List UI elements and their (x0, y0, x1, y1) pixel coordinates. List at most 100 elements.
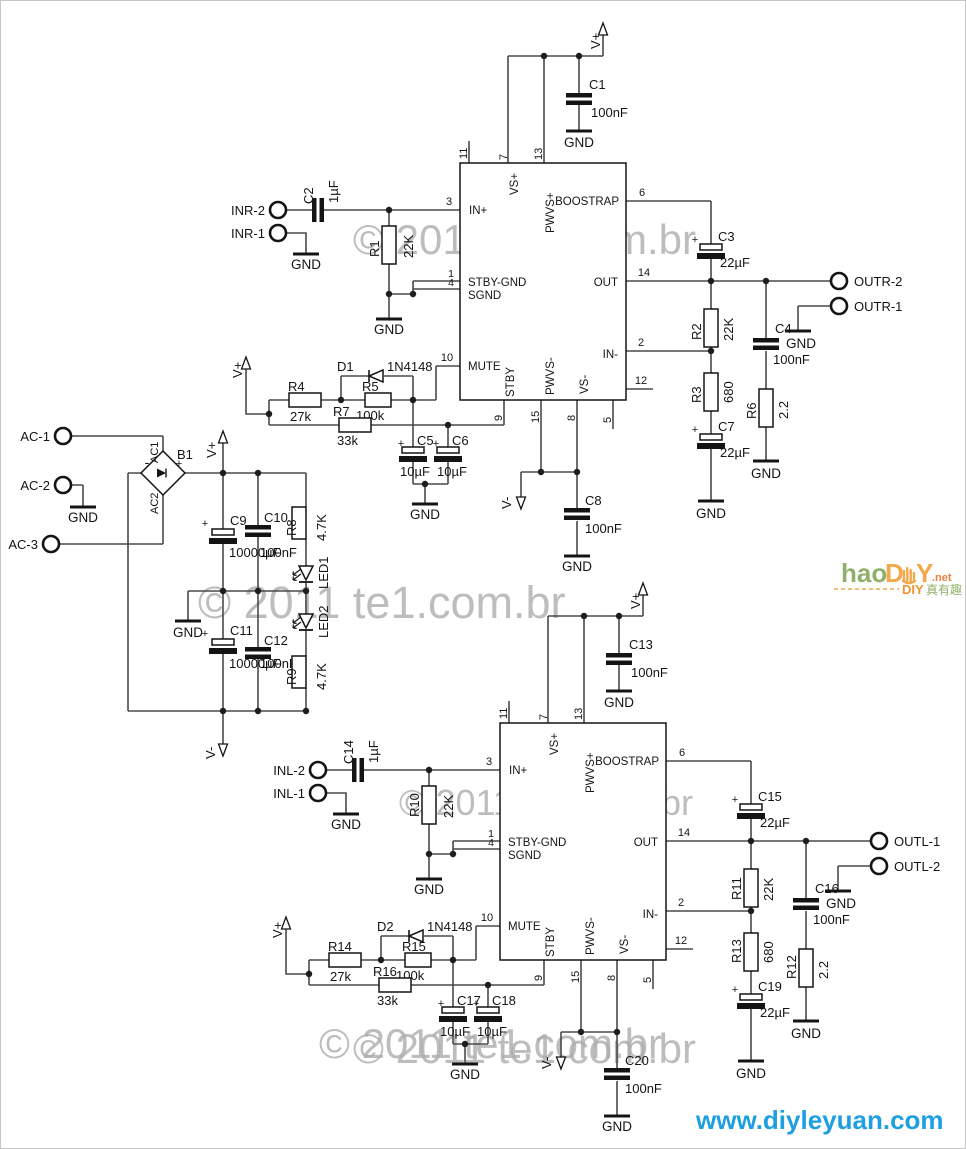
ic-pin-inminus: IN- (643, 909, 659, 921)
c10-ref: C10 (264, 510, 288, 525)
supply-bypass-cap (606, 653, 632, 665)
output-gnd-label: OUTL-2 (894, 859, 940, 874)
gnd-label: GND (826, 896, 856, 911)
cap-value: 22µF (720, 445, 750, 460)
diode-ref: D1 (337, 359, 354, 374)
cap-ref: C4 (775, 321, 792, 336)
input-hot-terminal (308, 760, 328, 780)
vplus-label: V+ (588, 33, 603, 49)
cap-ref: C3 (718, 229, 735, 244)
pin-number-12: 12 (635, 375, 647, 387)
cap-ref: C7 (718, 419, 735, 434)
pin-number-5: 5 (602, 417, 614, 423)
ic-pin-out: OUT (634, 837, 658, 849)
cap-ref: C15 (758, 789, 782, 804)
pin-number-6: 6 (639, 187, 645, 199)
c9-plus: + (202, 518, 208, 530)
channel-left: VS+ PWVS+ BOOSTRAP IN+ STBY-GND SGND OUT… (270, 582, 940, 1134)
cap-ref: C14 (341, 740, 356, 764)
gnd-label: GND (414, 882, 444, 897)
r9-ref: R9 (284, 668, 299, 685)
cap-value: 10µF (440, 1024, 470, 1039)
ic-pin-inminus: IN- (603, 349, 619, 361)
resistor-value: 22K (721, 318, 736, 341)
resistor-ref: R5 (362, 379, 379, 394)
psu-junction-dots (219, 469, 310, 715)
logo-tagline-diy: DIY (902, 582, 924, 597)
resistor-ref: R12 (784, 955, 799, 979)
junction-dots (305, 612, 810, 1048)
bridge-plus: + (176, 458, 182, 470)
cap-ref: C17 (457, 993, 481, 1008)
r8-value: 4.7K (314, 514, 329, 541)
cap-ref: C6 (452, 433, 469, 448)
r8-ref: R8 (284, 519, 299, 536)
pin-number-15: 15 (570, 971, 582, 983)
pin-number-13: 13 (573, 708, 585, 720)
pin-number-1: 1 (448, 268, 454, 280)
logo-tagline-cn: 真有趣 (926, 582, 962, 597)
ic-pin-stbygnd: STBY-GND (508, 837, 566, 849)
cap-plus: + (732, 794, 738, 806)
ic-pin-inplus: IN+ (509, 765, 528, 777)
output-hot-label: OUTR-2 (854, 274, 902, 289)
cap-plus: + (438, 998, 444, 1010)
cap-value: 100nF (591, 105, 628, 120)
diode-ref: D2 (377, 919, 394, 934)
psu-wires (60, 435, 307, 744)
neg-bypass-cap (564, 508, 590, 520)
gnd-label: GND (450, 1067, 480, 1082)
ic-pin-sgnd: SGND (468, 290, 501, 302)
cap-value: 10µF (477, 1024, 507, 1039)
cap-value: 10µF (400, 464, 430, 479)
pin-number-3: 3 (446, 196, 452, 208)
pin-number-15: 15 (530, 411, 542, 423)
pin-number-6: 6 (679, 747, 685, 759)
watermarks: © 2011 te1.com.br © 2011 te1.com.br © 20… (198, 216, 696, 1072)
ic-pin-pwvsplus: PWVS+ (545, 192, 557, 233)
resistor-ref: R11 (729, 877, 744, 900)
resistor-ref: R15 (402, 939, 426, 954)
cap-plus: + (433, 438, 439, 450)
cap-ref: C19 (758, 979, 782, 994)
capacitor-c9 (208, 528, 238, 545)
gnd-label: GND (791, 1026, 821, 1041)
input-hot-label: INR-2 (231, 203, 265, 218)
cap-value: 100nF (631, 665, 668, 680)
output-gnd-terminal (829, 296, 849, 316)
bridge-minus: - (145, 454, 150, 470)
gnd-label: GND (291, 257, 321, 272)
cap-value: 100nF (585, 521, 622, 536)
power-supply: AC-1 AC-2 AC-3 GND B1 - + AC1 AC2 V+ + C… (8, 426, 331, 759)
cap-plus: + (732, 984, 738, 996)
gnd-label: GND (173, 625, 203, 640)
resistor-value: 22K (441, 795, 456, 818)
cap-value: 10µF (437, 464, 467, 479)
cap-ref: C16 (815, 881, 839, 896)
cap-ref: C5 (417, 433, 434, 448)
resistor-value: 680 (721, 381, 736, 403)
output-hot-terminal (869, 831, 889, 851)
resistor-value: 33k (337, 433, 358, 448)
pin-number-10: 10 (441, 352, 453, 364)
ac2-label: AC-2 (20, 478, 50, 493)
cap-value: 100nF (773, 352, 810, 367)
logo-net-text: .net (932, 572, 952, 584)
ic-pin-bootstrap: BOOSTRAP (595, 756, 659, 768)
logo-d-text: D (885, 558, 904, 588)
vplus-label: V+ (270, 922, 285, 938)
cap-ref: C2 (301, 187, 316, 204)
ic-pin-pwvsplus: PWVS+ (585, 752, 597, 793)
cap-value: 22µF (760, 815, 790, 830)
mute-resistor-b (404, 952, 432, 968)
ic-pin-vsminus: VS- (619, 935, 631, 954)
c11-plus: + (202, 628, 208, 640)
logo-y-text: Y (916, 558, 933, 588)
ic-pin-stby: STBY (545, 927, 557, 957)
gnd-label: GND (751, 466, 781, 481)
pin-number-2: 2 (638, 337, 644, 349)
gnd-label: GND (562, 559, 592, 574)
c9-ref: C9 (230, 513, 247, 528)
logo-hao-text: hao (841, 558, 887, 588)
vminus-label: V- (203, 747, 218, 759)
